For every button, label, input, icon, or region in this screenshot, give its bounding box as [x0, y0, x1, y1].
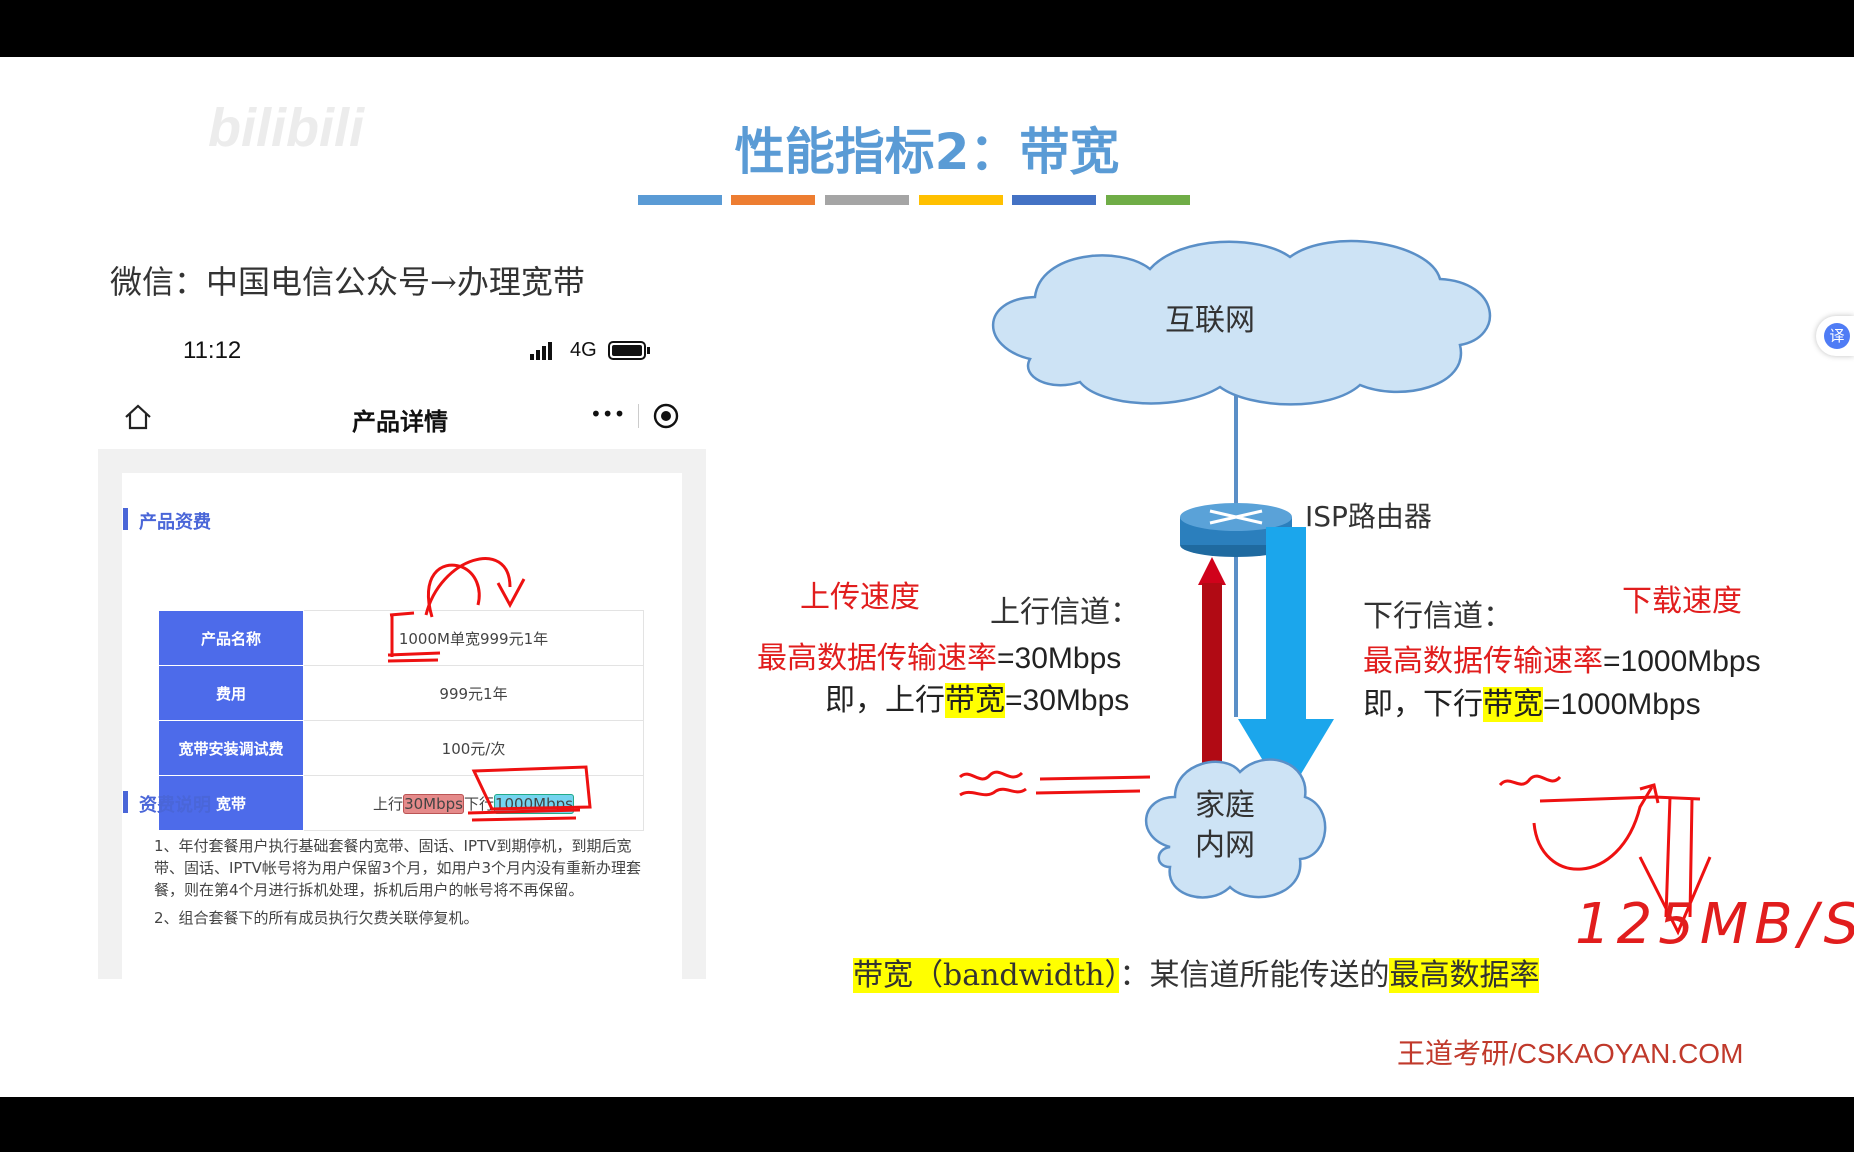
close-target-icon[interactable]	[652, 402, 680, 430]
title-bar-1	[638, 195, 722, 205]
more-icon[interactable]: •••	[590, 402, 622, 426]
down-rate-value: =1000Mbps	[1603, 645, 1761, 678]
definition-text: ：某信道所能传送的	[1119, 958, 1389, 993]
title-bar-4	[919, 195, 1003, 205]
download-speed-label: 下载速度	[1622, 576, 1742, 620]
fee-notes: 1、年付套餐用户执行基础套餐内宽带、固话、IPTV到期停机，到期后宽带、固话、I…	[154, 835, 654, 929]
down-rate-line: 最高数据传输速率=1000Mbps	[1363, 636, 1761, 680]
row-label: 宽带安装调试费	[159, 721, 304, 776]
up-channel-label: 上行信道：	[990, 587, 1140, 631]
bandwidth-definition: 带宽（bandwidth）：某信道所能传送的最高数据率	[853, 950, 1539, 994]
handwritten-125mbs: 125MB/S.	[1575, 892, 1854, 957]
definition-highlight: 最高数据率	[1389, 958, 1539, 993]
note-2: 2、组合套餐下的所有成员执行欠费关联停复机。	[154, 907, 654, 929]
battery-icon	[608, 340, 652, 362]
row-label: 产品名称	[159, 611, 304, 666]
definition-term: 带宽（bandwidth）	[853, 958, 1119, 993]
down-channel-label: 下行信道：	[1363, 591, 1513, 635]
max-rate-text-down: 最高数据传输速率	[1363, 644, 1603, 679]
nav-title: 产品详情	[290, 402, 510, 437]
slide-title: 性能指标2：带宽	[0, 112, 1854, 184]
title-bar-5	[1012, 195, 1096, 205]
section-bar-fee	[123, 508, 128, 530]
up-rate-line: 最高数据传输速率=30Mbps	[757, 633, 1121, 677]
max-rate-text: 最高数据传输速率	[757, 641, 997, 676]
section-bar-notes	[123, 791, 128, 813]
internet-label: 互联网	[1165, 295, 1255, 339]
translate-button[interactable]: 译	[1816, 316, 1854, 356]
title-bar-2	[731, 195, 815, 205]
up-prefix-text: 即，上行	[825, 683, 945, 718]
signal-icon	[530, 341, 554, 361]
wechat-path-text: 微信：中国电信公众号→办理宽带	[110, 257, 585, 303]
home-icon[interactable]	[123, 402, 153, 432]
section-title-fee: 产品资费	[139, 508, 211, 534]
router-label: ISP路由器	[1305, 495, 1432, 535]
note-1: 1、年付套餐用户执行基础套餐内宽带、固话、IPTV到期停机，到期后宽带、固话、I…	[154, 835, 654, 901]
footer-brand: 王道考研/CSKAOYAN.COM	[1397, 1032, 1743, 1072]
translate-icon: 译	[1824, 323, 1850, 349]
handwritten-annotations-left	[380, 517, 620, 837]
upload-speed-label: 上传速度	[800, 572, 920, 616]
capsule-divider	[638, 404, 639, 428]
title-bar-6	[1106, 195, 1190, 205]
row-label: 费用	[159, 666, 304, 721]
section-title-notes: 资费说明	[139, 791, 211, 817]
download-arrow	[1266, 527, 1306, 721]
slide: bilibili 性能指标2：带宽 微信：中国电信公众号→办理宽带 11:12 …	[0, 57, 1854, 1097]
network-type: 4G	[570, 339, 597, 362]
title-bar-3	[825, 195, 909, 205]
up-rate-value: =30Mbps	[997, 642, 1121, 675]
phone-time: 11:12	[183, 337, 241, 365]
